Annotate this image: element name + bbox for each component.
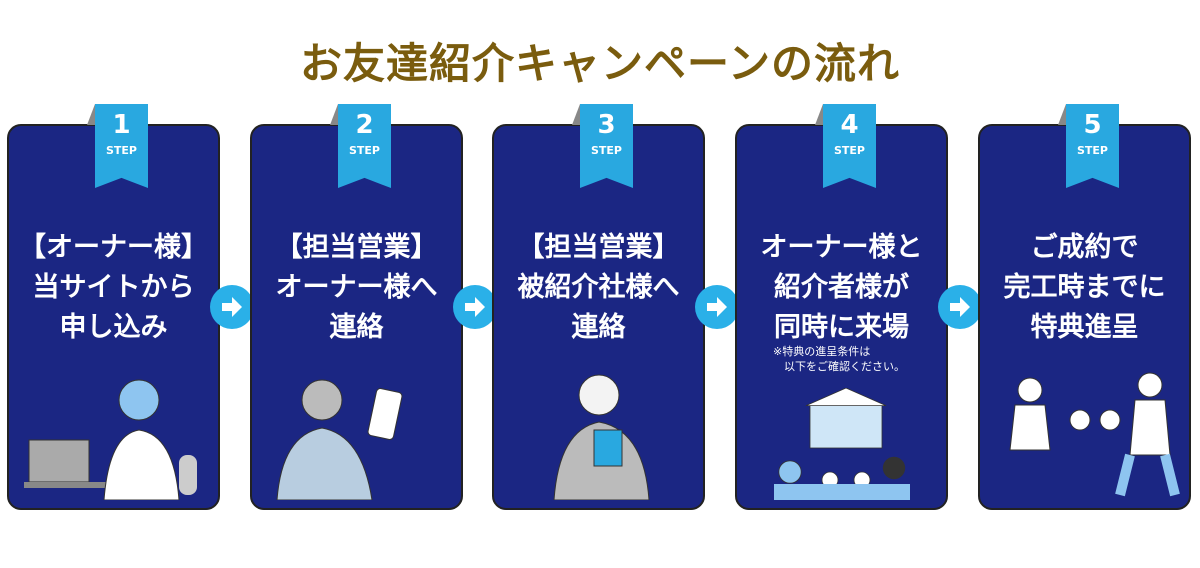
step-card-1: 1 STEP 【オーナー様】 当サイトから 申し込み — [7, 104, 220, 510]
step-illustration — [24, 379, 197, 500]
step-illustration — [774, 388, 910, 500]
step-label: STEP — [590, 144, 622, 157]
arrow-right-icon — [210, 285, 254, 329]
step-ribbon: 2 STEP — [338, 104, 391, 188]
step-ribbon: 4 STEP — [823, 104, 876, 188]
step-number: 2 — [355, 110, 374, 140]
arrow-right-icon — [695, 285, 739, 329]
step-text: オーナー様と 紹介者様が 同時に来場 — [760, 232, 923, 343]
step-ribbon: 1 STEP — [95, 104, 148, 188]
arrow-right-icon — [453, 285, 497, 329]
ribbon-fold — [87, 104, 95, 125]
step-note: ※特典の進呈条件は 以下をご確認ください。 — [773, 345, 905, 373]
step-illustration — [553, 374, 650, 500]
ribbon-fold — [572, 104, 580, 125]
page-title: お友達紹介キャンペーンの流れ — [300, 39, 900, 88]
arrow-right-icon — [938, 285, 982, 329]
step-illustration — [1009, 372, 1180, 497]
step-text: ご成約で 完工時までに 特典進呈 — [1003, 232, 1166, 343]
step-text: 【担当営業】 オーナー様へ 連絡 — [275, 232, 438, 343]
step-number: 5 — [1083, 110, 1102, 140]
step-text: 【担当営業】 被紹介社様へ 連絡 — [517, 232, 680, 343]
step-label: STEP — [1076, 144, 1108, 157]
step-label: STEP — [348, 144, 380, 157]
step-illustration — [276, 379, 403, 500]
step-number: 4 — [840, 110, 859, 140]
step-card-5: 5 STEP ご成約で 完工時までに 特典進呈 — [978, 104, 1191, 510]
step-text: 【オーナー様】 当サイトから 申し込み — [19, 232, 208, 343]
step-card-2: 2 STEP 【担当営業】 オーナー様へ 連絡 — [250, 104, 463, 510]
step-card-3: 3 STEP 【担当営業】 被紹介社様へ 連絡 — [492, 104, 705, 510]
step-number: 1 — [112, 110, 131, 140]
step-label: STEP — [105, 144, 137, 157]
ribbon-fold — [815, 104, 823, 125]
ribbon-fold — [330, 104, 338, 125]
step-ribbon: 5 STEP — [1066, 104, 1119, 188]
step-number: 3 — [597, 110, 616, 140]
step-card-4: 4 STEP オーナー様と 紹介者様が 同時に来場 ※特典の進呈条件は 以下をご… — [735, 104, 948, 510]
step-label: STEP — [833, 144, 865, 157]
step-ribbon: 3 STEP — [580, 104, 633, 188]
ribbon-fold — [1058, 104, 1066, 125]
